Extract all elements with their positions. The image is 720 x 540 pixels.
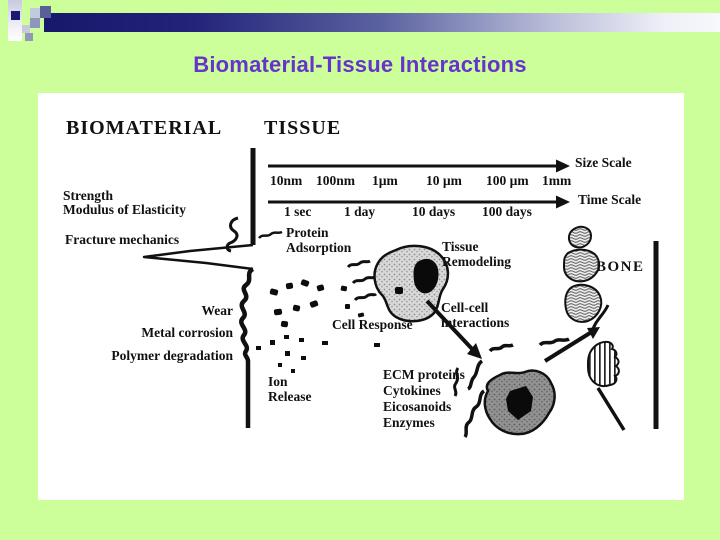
ornament-square [11,11,20,20]
cell-cell-interactions-label: Cell-cell interactions [441,300,510,331]
time-scale-arrowhead-icon [556,195,570,209]
cell-response-label: Cell Response [332,317,413,332]
ecm-squiggle [453,367,460,397]
protein-squiggle [225,216,239,253]
ornament-vertical-bar [8,0,22,41]
particle-dot [345,304,350,309]
ornament-square [25,33,33,41]
particle-dot [340,285,348,292]
size-tick: 1mm [542,173,572,188]
tissue-header: TISSUE [264,117,342,139]
diagram-canvas [142,148,659,439]
tissue-remodeling-label: Tissue Remodeling [442,239,511,270]
time-tick: 1 day [344,204,376,219]
cell-granule [395,287,403,294]
protein-adsorption-label: Protein Adsorption [286,225,352,256]
diagram-panel: BIOMATERIAL TISSUE Size Scale Time Scale… [38,93,684,500]
time-tick: 10 days [412,204,456,219]
size-tick: 100nm [316,173,356,188]
ornament-square [40,6,51,18]
protein-squiggle [353,292,378,302]
ecm-squiggle [466,359,484,391]
particle-dot [357,312,365,318]
bone-fragment [562,248,600,283]
size-scale-arrowhead-icon [556,159,570,173]
size-tick: 100 µm [486,173,529,188]
ornament-square [22,25,30,33]
ecm-squiggle [488,343,514,353]
ion-release-dots [256,335,380,373]
remodeling-arrow [543,331,592,363]
ornament-square [30,18,40,28]
bone-fragment [568,225,593,249]
size-tick: 10 µm [426,173,462,188]
strength-label: Strength [63,188,114,203]
cell-nucleus [506,386,533,420]
bone-surface-line [596,387,626,431]
slide-title: Biomaterial-Tissue Interactions [193,52,527,77]
protein-squiggle [351,275,376,285]
ornament-square [30,8,40,18]
biomaterial-header: BIOMATERIAL [66,117,223,139]
fracture-mechanics-label: Fracture mechanics [65,232,180,247]
bone-surface-line [590,304,610,334]
metal-corrosion-label: Metal corrosion [141,325,233,340]
interface-line-rough [239,266,255,428]
ion-release-label: Ion Release [268,374,312,405]
size-scale-label: Size Scale [575,155,632,170]
protein-squiggle [346,259,371,269]
protein-squiggle [258,230,283,239]
bone-fragment [564,283,603,323]
wear-debris-dots [269,279,325,328]
bone-label: BONE [596,259,645,275]
ornament-horizontal-bar [44,13,720,32]
modulus-label: Modulus of Elasticity [63,202,187,217]
cell-cell-arrowhead-icon [467,343,482,359]
wear-label: Wear [201,303,234,318]
ecm-squiggle [463,389,486,439]
fracture-crack [142,243,254,271]
ecm-squiggle [538,337,570,347]
time-tick: 100 days [482,204,532,219]
ecm-mediators-list: ECM proteins Cytokines Eicosanoids Enzym… [383,367,465,430]
size-tick: 1µm [372,173,398,188]
osteoclast-shape [587,340,620,387]
time-scale-label: Time Scale [578,192,642,207]
time-tick: 1 sec [284,204,312,219]
cell-cell-arrow [425,299,476,353]
cell-nucleus [413,258,439,294]
polymer-degradation-label: Polymer degradation [111,348,233,363]
size-tick: 10nm [270,173,303,188]
